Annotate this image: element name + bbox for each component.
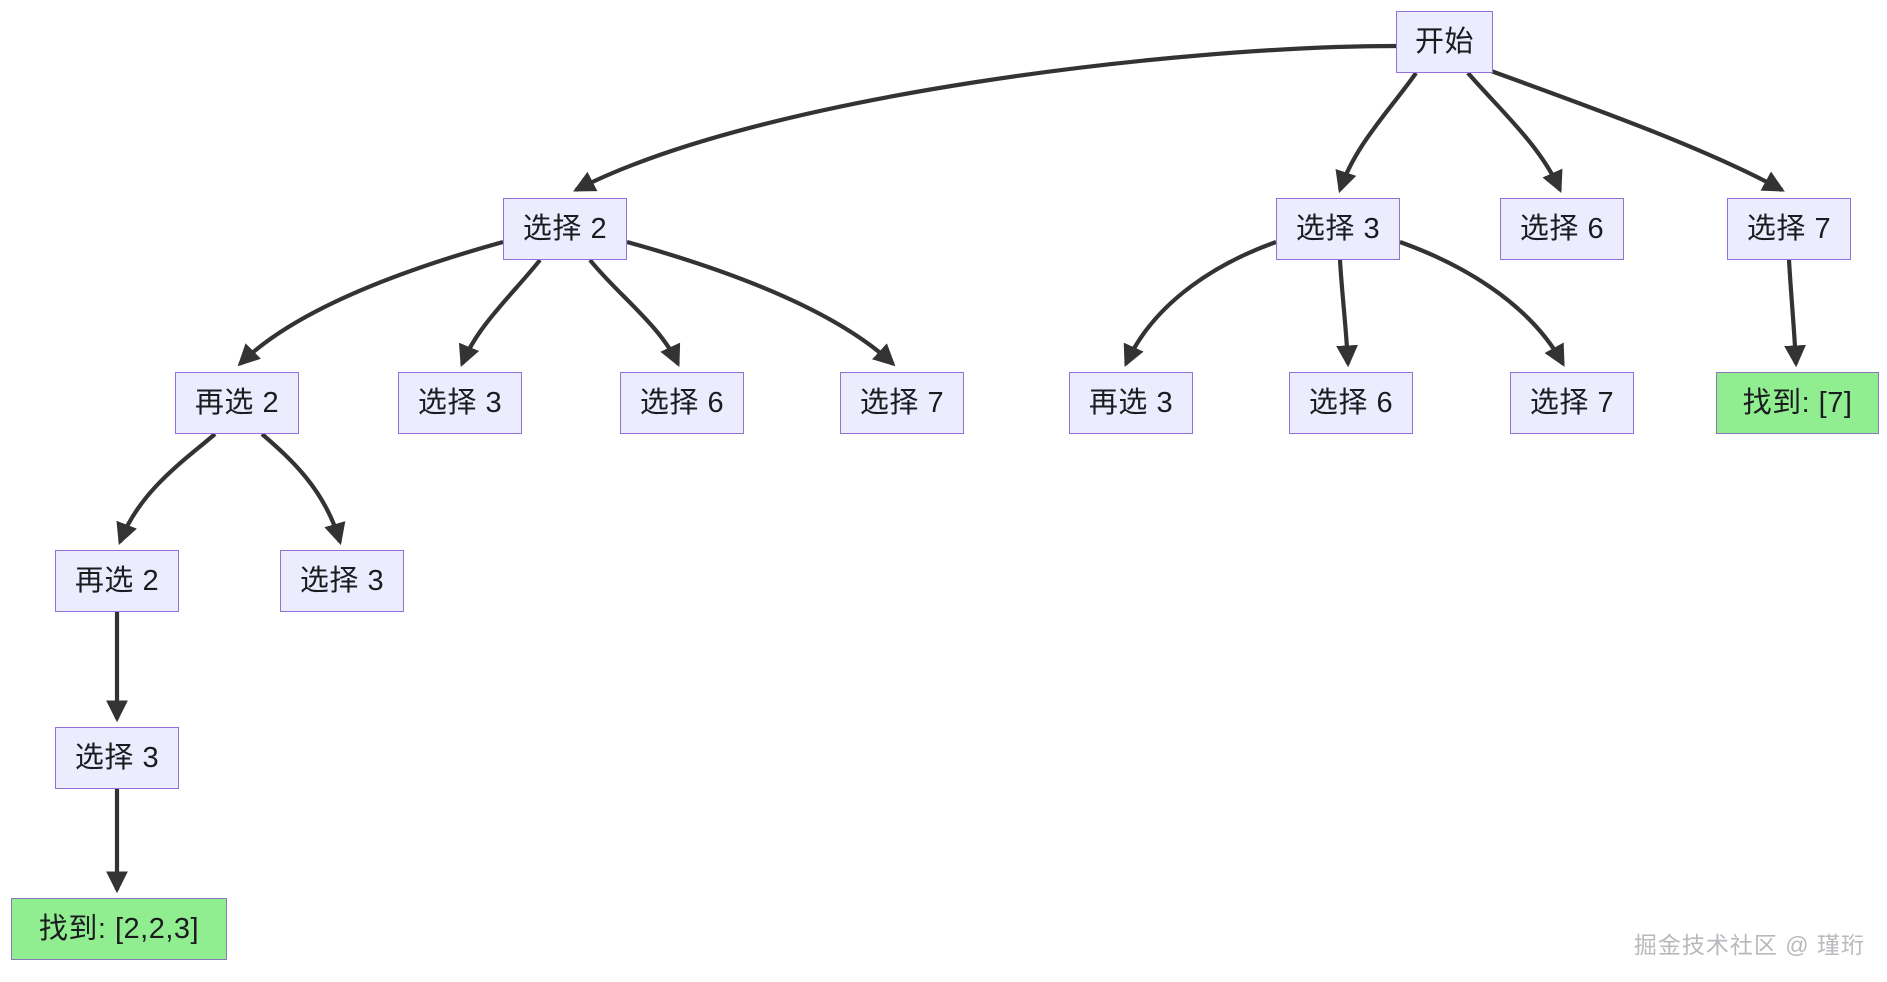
edge-c3-to-c3c6 [1336, 259, 1358, 368]
node-r2[interactable]: 再选 2 [175, 372, 299, 434]
node-c7[interactable]: 选择 7 [1727, 198, 1851, 260]
edge-c3-to-c3c7 [1399, 240, 1565, 367]
node-c3c7[interactable]: 选择 7 [1510, 372, 1634, 434]
node-label: 选择 7 [1746, 212, 1832, 245]
node-label: 选择 6 [1519, 212, 1605, 245]
edge-r2-to-rr2 [116, 432, 217, 546]
edge-start-to-c2 [573, 43, 1397, 192]
node-label: 选择 7 [1529, 386, 1615, 419]
edge-start-to-c6 [1466, 71, 1563, 193]
watermark: 掘金技术社区 @ 瑾珩 [1633, 932, 1865, 958]
node-c2[interactable]: 选择 2 [503, 198, 627, 260]
node-label: 再选 2 [74, 564, 160, 597]
edge-c2-to-c2c6 [588, 258, 681, 367]
edge-r2-to-r2c3 [260, 432, 346, 546]
node-rr2c3[interactable]: 选择 3 [55, 727, 179, 789]
node-label: 再选 2 [194, 386, 280, 419]
node-label: 选择 3 [74, 741, 160, 774]
node-label: 选择 2 [522, 212, 608, 245]
edge-start-to-c7 [1482, 66, 1785, 192]
node-c2c3[interactable]: 选择 3 [398, 372, 522, 434]
node-c3c6[interactable]: 选择 6 [1289, 372, 1413, 434]
node-r2c3[interactable]: 选择 3 [280, 550, 404, 612]
edge-c2-to-c2c3 [458, 258, 542, 368]
node-label: 选择 3 [417, 386, 503, 419]
node-label: 开始 [1414, 25, 1474, 58]
node-c6[interactable]: 选择 6 [1500, 198, 1624, 260]
node-label: 选择 3 [1295, 212, 1381, 245]
edge-c7-to-found7 [1784, 259, 1806, 368]
node-label: 找到: [7] [1742, 386, 1853, 419]
node-label: 选择 3 [299, 564, 385, 597]
node-start[interactable]: 开始 [1396, 11, 1493, 73]
edge-group [106, 43, 1806, 894]
node-c2c7[interactable]: 选择 7 [840, 372, 964, 434]
edge-start-to-c3 [1335, 71, 1418, 194]
edge-c2-to-c2c7 [626, 239, 896, 367]
node-label: 选择 6 [1308, 386, 1394, 419]
node-label: 选择 6 [639, 386, 725, 419]
node-found7[interactable]: 找到: [7] [1716, 372, 1879, 434]
node-r3[interactable]: 再选 3 [1069, 372, 1193, 434]
node-c2c6[interactable]: 选择 6 [620, 372, 744, 434]
node-label: 再选 3 [1088, 386, 1174, 419]
node-rr2[interactable]: 再选 2 [55, 550, 179, 612]
edge-c3-to-r3 [1123, 240, 1277, 367]
node-c3[interactable]: 选择 3 [1276, 198, 1400, 260]
edge-c2-to-r2 [237, 239, 504, 367]
node-label: 找到: [2,2,3] [38, 912, 200, 945]
node-label: 选择 7 [859, 386, 945, 419]
node-found223[interactable]: 找到: [2,2,3] [11, 898, 227, 960]
